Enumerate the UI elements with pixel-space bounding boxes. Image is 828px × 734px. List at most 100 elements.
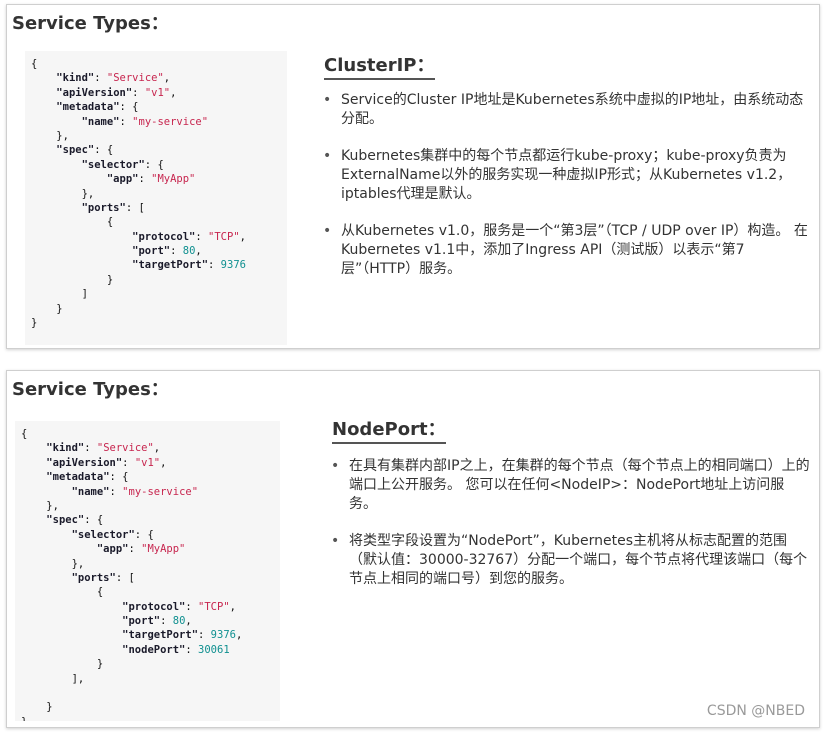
code-punctuation: }, [31,129,69,142]
code-line: ] [31,287,287,301]
code-punctuation: : [185,643,199,656]
code-string: "MyApp" [141,543,186,556]
code-punctuation [31,202,82,214]
code-line: }, [21,499,280,513]
section-heading: ClusterIP： [324,51,435,80]
code-key: "app" [96,543,129,556]
code-key: "name" [81,115,120,128]
code-number: 80 [172,615,186,628]
code-line: "selector": { [21,528,280,542]
code-string: "my-service" [122,485,199,498]
code-string: "Service" [106,72,164,85]
code-punctuation: ], [21,672,85,685]
code-punctuation [21,572,72,584]
code-punctuation: : [198,629,211,642]
bullet-list: 在具有集群内部IP之上，在集群的每个节点（每个节点上的相同端口）上的端口上公开服… [331,457,811,607]
code-line: "app": "MyApp" [21,542,280,556]
bullet-item: 从Kubernetes v1.0，服务是一个“第3层”（TCP / UDP ov… [323,222,813,279]
code-line: "nodePort": 30061 [21,643,280,657]
code-punctuation: { [21,428,28,440]
code-line: "targetPort": 9376, [21,628,280,642]
code-punctuation [31,116,82,128]
code-punctuation: }, [21,499,59,512]
code-punctuation [21,601,122,613]
code-punctuation [31,231,132,243]
code-line: "protocol": "TCP", [31,230,287,244]
code-block: { "kind": "Service", "apiVersion": "v1",… [15,421,280,721]
code-line: "protocol": "TCP", [21,600,280,614]
code-line: "spec": { [21,513,280,527]
code-string: "Service" [96,442,154,455]
code-string: "v1" [134,456,161,469]
code-punctuation [21,471,46,483]
code-punctuation: : [84,442,97,455]
code-key: "name" [71,485,110,498]
code-key: "protocol" [132,230,196,243]
code-key: "selector" [81,158,145,171]
code-line: "ports": [ [31,201,287,215]
code-block: { "kind": "Service", "apiVersion": "v1",… [25,51,287,345]
code-key: "apiVersion" [56,86,133,99]
code-punctuation: : { [84,514,104,527]
code-line: "name": "my-service" [31,115,287,129]
code-punctuation: { [31,58,38,70]
code-key: "metadata" [56,101,120,114]
code-punctuation: : { [144,158,164,171]
code-punctuation [31,259,132,271]
bullet-item: Service的Cluster IP地址是Kubernetes系统中虚拟的IP地… [323,91,813,129]
code-punctuation [21,629,122,641]
code-punctuation: }, [31,187,95,200]
code-punctuation: , [160,456,167,469]
code-key: "metadata" [46,471,110,484]
code-punctuation [21,514,46,526]
slide-title: Service Types： [12,13,169,34]
code-punctuation: : [170,245,183,258]
code-line: "ports": [ [21,571,280,585]
code-punctuation [21,457,46,469]
code-line: "port": 80, [21,614,280,628]
code-number: 9376 [220,259,246,272]
code-punctuation: } [21,716,27,721]
code-key: "port" [122,615,161,628]
code-key: "spec" [56,144,95,157]
code-punctuation: , [195,245,202,258]
code-punctuation: }, [21,557,85,570]
code-punctuation: } [31,302,63,315]
code-key: "app" [106,173,139,186]
code-punctuation [21,529,72,541]
code-key: "port" [132,245,171,258]
code-number: 9376 [210,629,236,642]
code-punctuation [21,644,122,656]
code-punctuation: : { [119,101,139,114]
code-punctuation: : [109,485,123,498]
code-string: "MyApp" [151,173,196,186]
code-line: } [31,273,287,287]
code-punctuation: { [21,586,104,599]
code-line: "selector": { [31,158,287,172]
code-punctuation [31,144,56,156]
code-punctuation: : [185,600,199,613]
slide-clusterip: Service Types： { "kind": "Service", "api… [6,4,820,349]
code-punctuation: ] [31,288,88,301]
code-line: "apiVersion": "v1", [21,456,280,470]
code-punctuation: : [ [115,571,135,584]
code-punctuation [21,543,97,555]
code-punctuation: } [31,317,38,330]
code-punctuation: } [31,273,114,286]
code-punctuation: , [163,72,171,85]
code-punctuation: : [94,72,107,85]
code-key: "nodePort" [122,643,186,656]
code-punctuation [31,159,82,171]
code-punctuation: , [235,629,243,642]
code-punctuation: : [208,259,221,272]
code-punctuation: , [239,230,246,243]
code-punctuation [21,442,46,454]
bullet-item: Kubernetes集群中的每个节点都运行kube-proxy；kube-pro… [323,147,813,204]
code-line: "app": "MyApp" [31,172,287,186]
code-punctuation [31,87,56,99]
code-line: ], [21,672,280,686]
bullet-list: Service的Cluster IP地址是Kubernetes系统中虚拟的IP地… [323,91,813,297]
slide-nodeport: Service Types： { "kind": "Service", "api… [6,370,820,728]
code-line: "port": 80, [31,244,287,258]
code-punctuation: : [160,615,173,628]
